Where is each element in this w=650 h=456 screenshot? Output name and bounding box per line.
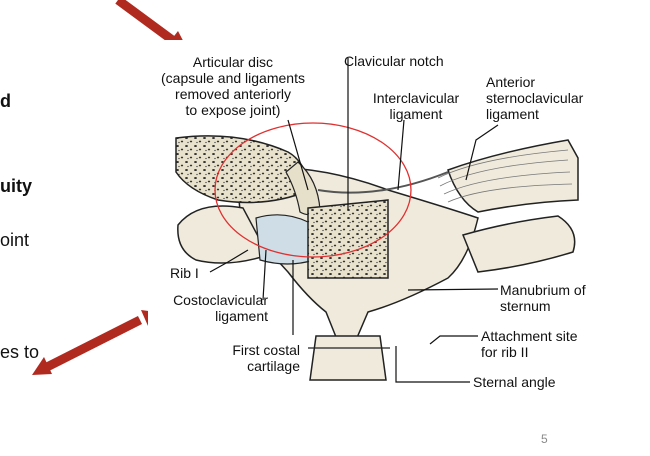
label-first-costal-line2: cartilage xyxy=(247,358,300,374)
label-anterior-line2: sternoclavicular xyxy=(486,90,584,106)
label-costoclavicular-line1: Costoclavicular xyxy=(173,292,268,308)
label-costoclavicular: Costoclavicular ligament xyxy=(148,292,268,324)
arrow-bottom xyxy=(32,310,156,375)
side-text-fragment-4: es to xyxy=(0,342,40,362)
side-text-fragment-2: uity xyxy=(0,176,33,196)
label-sternal-angle: Sternal angle xyxy=(473,374,556,390)
side-text-fragment-1: d xyxy=(0,91,11,111)
label-anterior-line1: Anterior xyxy=(486,74,536,90)
label-costoclavicular-line2: ligament xyxy=(215,308,268,324)
label-manubrium-line2: sternum xyxy=(500,298,551,314)
manubrium-cut-section xyxy=(307,199,389,279)
label-first-costal-line1: First costal xyxy=(232,342,300,358)
label-anterior-line3: ligament xyxy=(486,106,539,122)
label-articular-disc-line4: to expose joint) xyxy=(185,102,281,118)
rib-one-right xyxy=(461,215,576,273)
leader-lines xyxy=(209,58,499,383)
label-manubrium-line1: Manubrium of xyxy=(500,282,586,298)
rib-one-left xyxy=(177,205,270,264)
label-articular-disc-line1: Articular disc xyxy=(192,54,274,70)
label-manubrium: Manubrium of sternum xyxy=(500,282,586,314)
label-anterior-sternoclavicular: Anterior sternoclavicular ligament xyxy=(486,74,583,122)
label-interclavicular-line1: Interclavicular xyxy=(372,90,460,106)
label-interclavicular-line2: ligament xyxy=(389,106,443,122)
label-rib-one: Rib I xyxy=(170,265,199,281)
joint-illustration xyxy=(175,58,579,383)
label-articular-disc-line2: (capsule and ligaments xyxy=(161,70,305,86)
clavicle-right xyxy=(447,139,579,213)
label-clavicular-notch: Clavicular notch xyxy=(344,53,444,69)
label-first-costal-cartilage: First costal cartilage xyxy=(188,342,300,374)
sternoclavicular-joint-figure: Articular disc (capsule and ligaments re… xyxy=(148,40,598,410)
label-attachment-line1: Attachment site xyxy=(481,328,578,344)
sternum-body xyxy=(309,335,387,381)
label-interclavicular-ligament: Interclavicular ligament xyxy=(363,90,469,122)
anterior-ligament-fibers xyxy=(437,149,573,203)
label-attachment-line2: for rib II xyxy=(481,344,529,360)
label-articular-disc-line3: removed anteriorly xyxy=(175,86,291,102)
side-text-fragment-3: oint xyxy=(0,230,30,250)
interclavicular-ligament xyxy=(317,171,449,194)
slide-number: 5 xyxy=(541,432,548,446)
highlight-circle xyxy=(214,122,412,258)
label-articular-disc: Articular disc (capsule and ligaments re… xyxy=(148,54,318,118)
label-attachment-site: Attachment site for rib II xyxy=(481,328,578,360)
